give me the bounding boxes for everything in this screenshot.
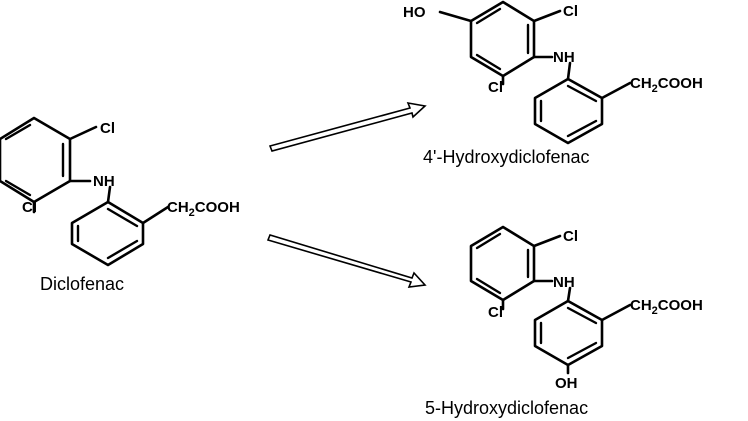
diclofenac-ch2cooh: CH2COOH	[167, 199, 240, 219]
hydroxy5-lower-ring	[533, 299, 604, 367]
hydroxy5-cl-bond-top	[532, 234, 562, 248]
hydroxy5-ch2cooh: CH2COOH	[630, 297, 703, 317]
arrow-to-5-hydroxy	[266, 234, 427, 288]
caption-5-hydroxydiclofenac: 5-Hydroxydiclofenac	[425, 398, 588, 418]
molecule-4-hydroxydiclofenac: HO Cl Cl NH CH2COOH 4'-Hydroxydiclofenac	[403, 0, 703, 167]
hydroxy5-upper-ring	[469, 225, 536, 302]
hydroxy5-nh-bond-2	[566, 286, 572, 303]
hydroxy4-upper-ring	[469, 0, 536, 78]
hydroxy5-cl-top: Cl	[563, 228, 578, 245]
caption-diclofenac: Diclofenac	[40, 274, 124, 294]
molecule-5-hydroxydiclofenac: Cl Cl NH CH2COOH OH 5-Hydroxydiclofenac	[425, 225, 703, 418]
diclofenac-cl-top: Cl	[100, 120, 115, 137]
hydroxy4-cl-bottom: Cl	[488, 79, 503, 96]
hydroxy5-cl-bottom: Cl	[488, 304, 503, 321]
diclofenac-lower-ring	[70, 200, 145, 267]
hydroxy4-nh: NH	[553, 49, 575, 66]
hydroxy5-nh: NH	[553, 274, 575, 291]
arrow-to-4-hydroxy	[268, 101, 427, 152]
hydroxy4-cl-top: Cl	[563, 3, 578, 20]
molecule-diclofenac: Cl Cl NH CH2COOH Diclofenac	[0, 116, 240, 294]
diclofenac-nh-bond-2	[106, 185, 112, 204]
diclofenac-nh: NH	[93, 173, 115, 190]
hydroxy4-ho: HO	[403, 4, 426, 21]
diclofenac-cl-bottom: Cl	[22, 199, 37, 216]
hydroxy4-lower-ring	[533, 77, 604, 145]
hydroxy4-ch2-bond	[600, 81, 632, 100]
hydroxy4-cl-bond-top	[532, 9, 562, 23]
hydroxy4-ho-bond	[438, 10, 473, 23]
hydroxy4-nh-bond-2	[566, 61, 572, 81]
diclofenac-upper-ring	[0, 116, 72, 204]
hydroxy5-oh: OH	[555, 375, 578, 392]
caption-4-hydroxydiclofenac: 4'-Hydroxydiclofenac	[423, 147, 590, 167]
hydroxy4-ch2cooh: CH2COOH	[630, 75, 703, 95]
diclofenac-ch2-bond	[141, 205, 170, 225]
hydroxy5-ch2-bond	[600, 303, 632, 322]
diclofenac-cl-bond-top	[68, 125, 98, 141]
